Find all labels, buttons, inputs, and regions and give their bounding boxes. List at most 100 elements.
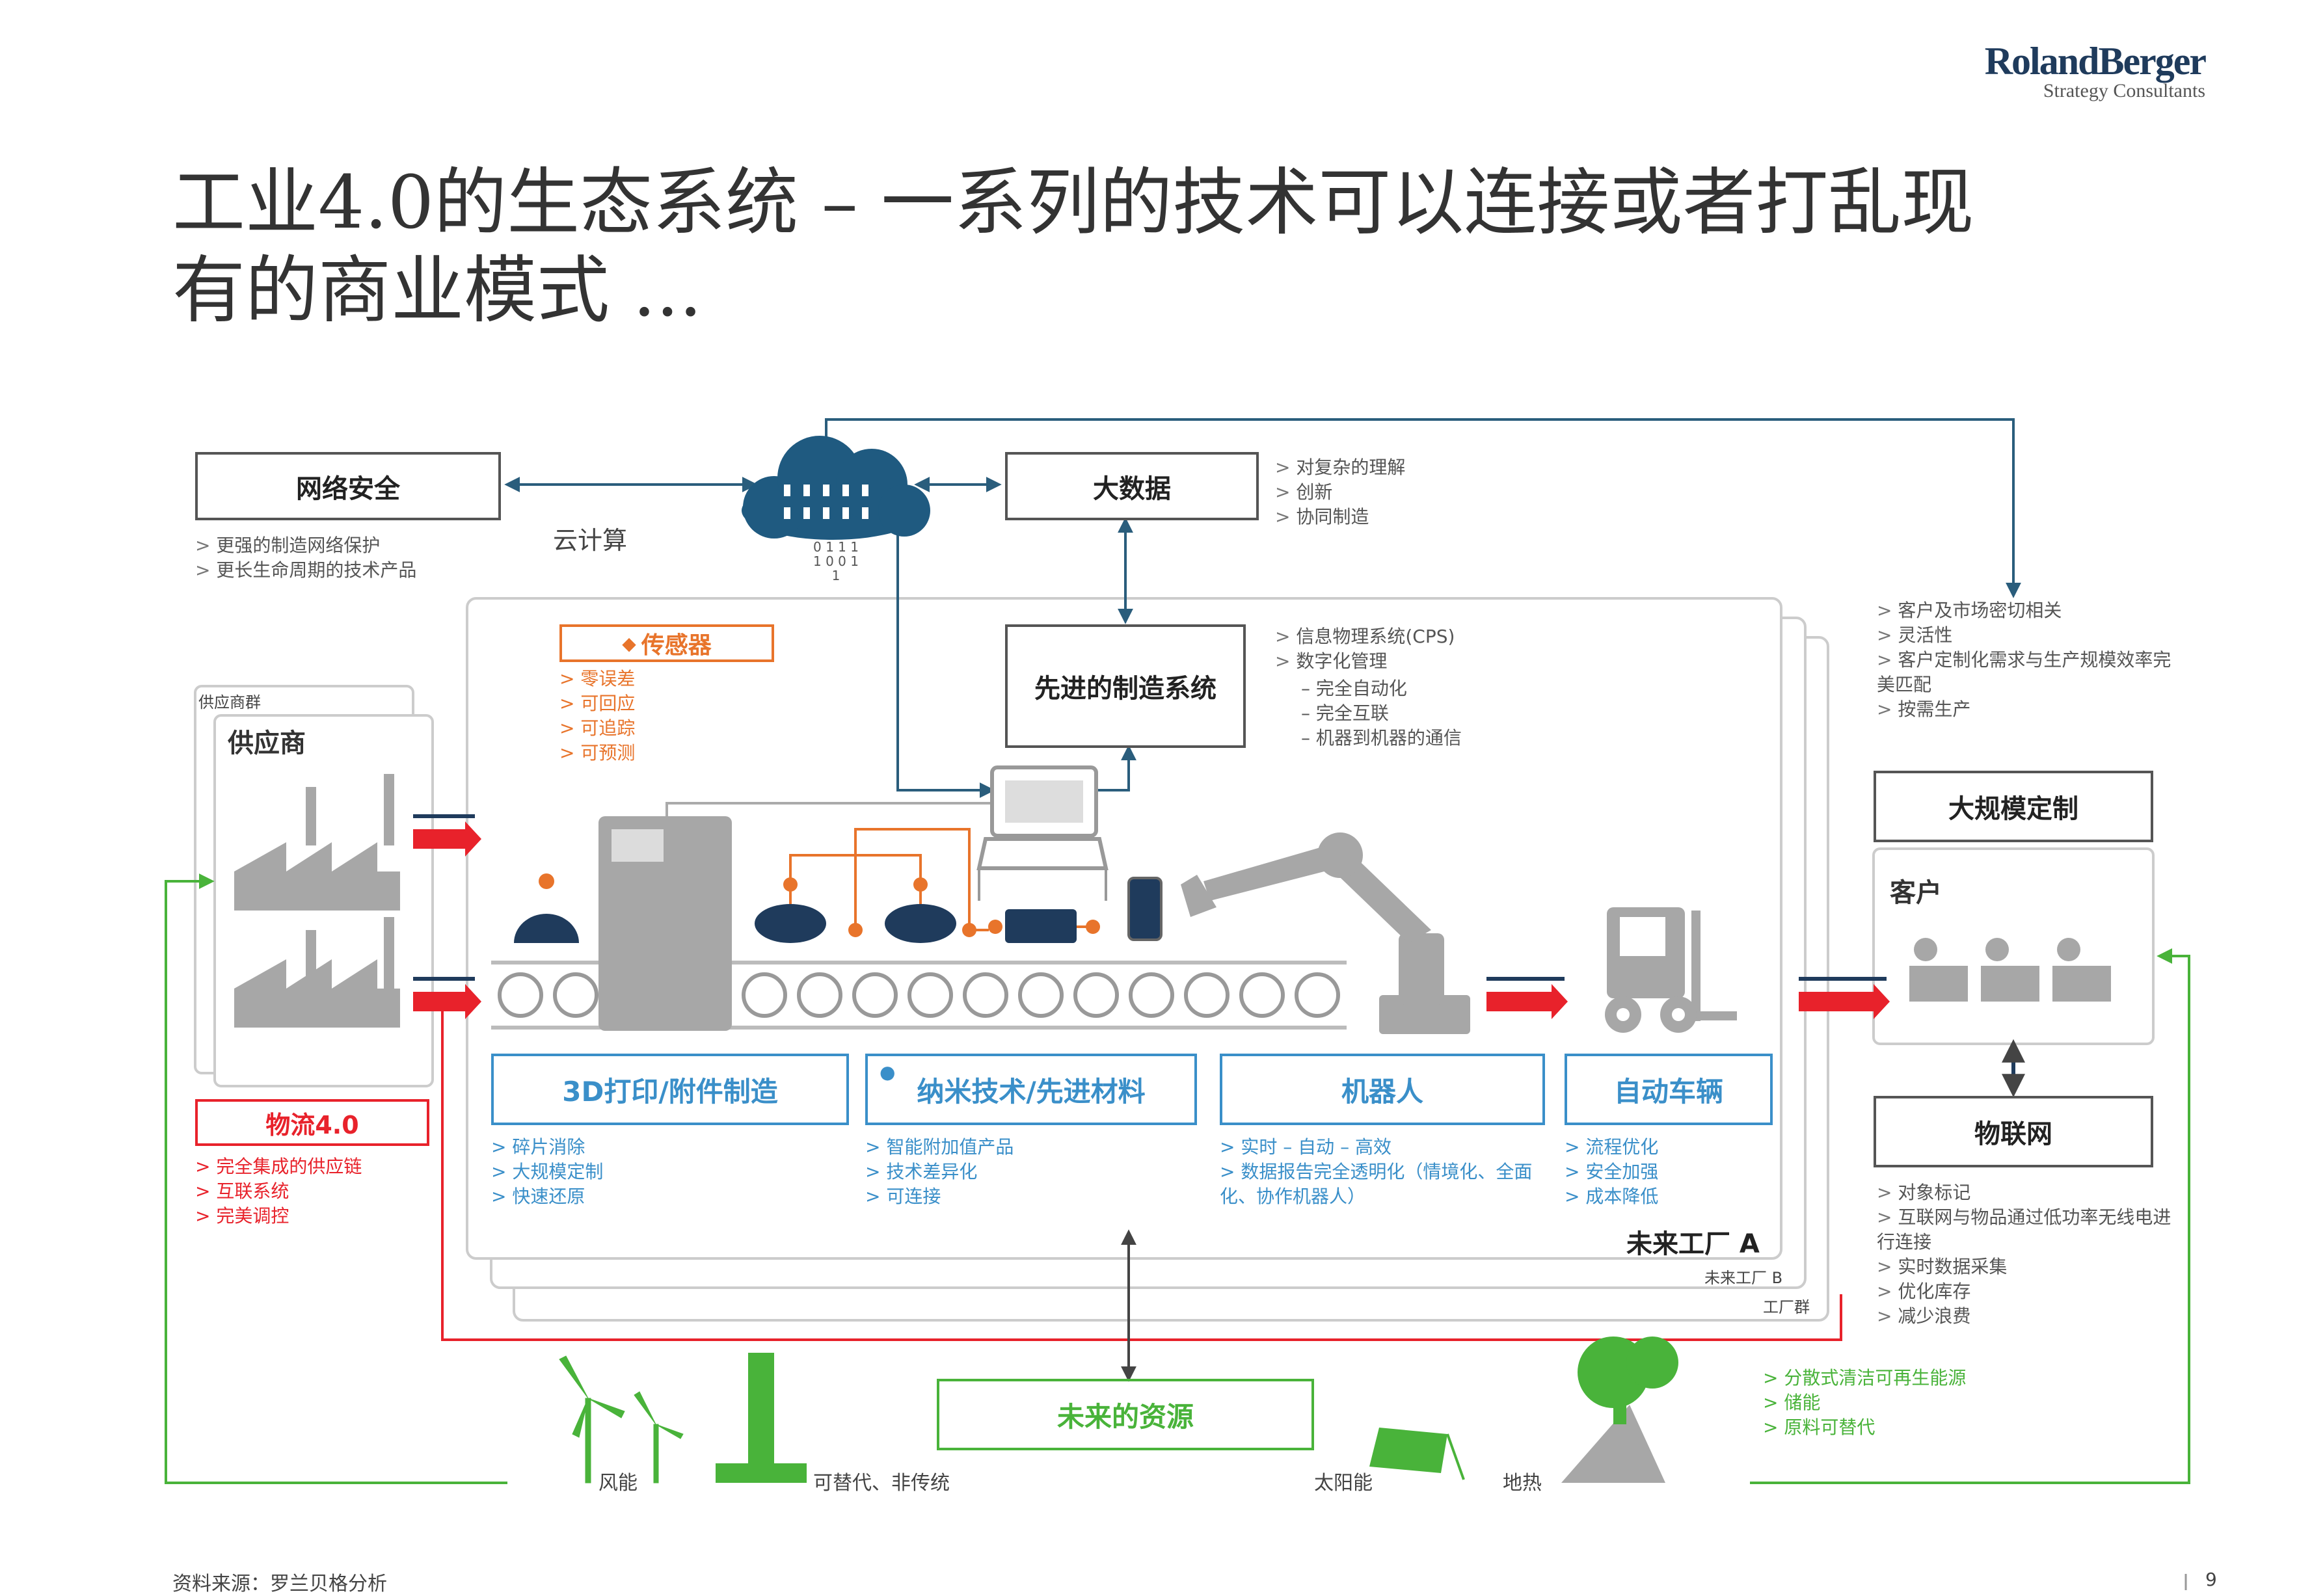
- customer-benefit: 灵活性: [1877, 623, 2176, 648]
- cloud-bits: 0 1 1 1 1 0 0 1 1: [803, 540, 868, 583]
- iot-bullet: 对象标记: [1877, 1180, 2176, 1205]
- energy-solar-label: 太阳能: [1314, 1472, 1373, 1495]
- flow-arrows-forklift: [1486, 977, 1568, 1019]
- sensors-bullet: 可回应: [559, 691, 635, 716]
- tech-bullet: 快速还原: [491, 1184, 603, 1209]
- conveyor-roller: [963, 972, 1008, 1018]
- sensors-bullets: 零误差 可回应 可追踪 可预测: [559, 667, 635, 765]
- resources-box: 未来的资源: [937, 1379, 1314, 1450]
- supplier-label: 供应商: [228, 728, 306, 758]
- wind-turbine-icon: [559, 1355, 684, 1483]
- tech-bullet: 技术差异化: [865, 1160, 1014, 1184]
- cloud-label: 云计算: [553, 526, 628, 555]
- iot-bullet: 优化库存: [1877, 1279, 2176, 1304]
- brand-logo: RolandBerger Strategy Consultants: [1958, 39, 2207, 102]
- advanced-mfg-bullets: 信息物理系统(CPS) 数字化管理: [1275, 624, 1455, 674]
- resources-bullet: 储能: [1763, 1390, 1966, 1415]
- advanced-mfg-subbullet: – 机器到机器的通信: [1301, 727, 1462, 749]
- box-product-icon: [1005, 909, 1077, 943]
- conveyor-roller: [1073, 972, 1119, 1018]
- tech-autonomous-bullets: 流程优化 安全加强 成本降低: [1565, 1135, 1658, 1209]
- tech-3d-printing: 3D打印/附件制造: [491, 1054, 849, 1125]
- dome-product-icon: [514, 914, 579, 943]
- logistics-box: 物流4.0: [195, 1099, 429, 1146]
- flow-arrows-supplier: [413, 814, 481, 1019]
- computer-mfg-arrow: [1096, 745, 1136, 791]
- top-loop-line: [818, 418, 2021, 598]
- iot-bullet: 实时数据采集: [1877, 1255, 2176, 1279]
- customer-label: 客户: [1890, 878, 1942, 908]
- iot-bullet: 互联网与物品通过低功率无线电进行连接: [1877, 1205, 2176, 1255]
- sensor-diamond-icon: ◆: [622, 632, 636, 654]
- tech-bullet: 实时 – 自动 – 高效: [1220, 1135, 1545, 1160]
- tech-bullet: 碎片消除: [491, 1135, 603, 1160]
- customer-benefits-bullets: 客户及市场密切相关 灵活性 客户定制化需求与生产规模效率完美匹配 按需生产: [1877, 598, 2176, 722]
- pill-product-icon-1: [755, 904, 826, 943]
- sensors-label: 传感器: [641, 632, 712, 659]
- logistics-loop-line: [441, 1002, 1842, 1341]
- energy-alt-label: 可替代、非传统: [813, 1472, 950, 1495]
- sensors-box: ◆ 传感器: [559, 624, 774, 662]
- page-title: 工业4.0的生态系统 – 一系列的技术可以连接或者打乱现 有的商业模式 ...: [172, 159, 2222, 335]
- conveyor-roller: [1295, 972, 1340, 1018]
- conveyor-roller: [1184, 972, 1230, 1018]
- brand-tagline: Strategy Consultants: [2043, 80, 2205, 101]
- resources-bullet: 分散式清洁可再生能源: [1763, 1366, 1966, 1390]
- subbullet-text: 完全互联: [1315, 702, 1389, 724]
- conveyor-roller: [797, 972, 842, 1018]
- customer-benefit: 客户及市场密切相关: [1877, 598, 2176, 623]
- iot-bullet: 减少浪费: [1877, 1304, 2176, 1329]
- advanced-mfg-subbullet: – 完全自动化: [1301, 678, 1407, 699]
- cyber-security-bullets: 更强的制造网络保护 更长生命周期的技术产品: [195, 533, 416, 583]
- factory-b-label: 未来工厂 B: [1704, 1269, 1783, 1287]
- cloud-bits-row: 1: [831, 568, 840, 583]
- cyber-bullet: 更强的制造网络保护: [195, 533, 416, 558]
- nanotech-dot-icon: ●: [880, 1061, 896, 1083]
- solar-panel-icon: [1369, 1428, 1465, 1480]
- factory-a-label: 未来工厂 A: [1626, 1229, 1760, 1259]
- tech-3d-printing-bullets: 碎片消除 大规模定制 快速还原: [491, 1135, 603, 1209]
- supplier-factory-icon-1: [234, 774, 400, 911]
- subbullet-text: 完全自动化: [1315, 678, 1407, 699]
- subbullet-text: 机器到机器的通信: [1315, 727, 1462, 749]
- tech-bullet: 安全加强: [1565, 1160, 1658, 1184]
- iot-box: 物联网: [1874, 1096, 2153, 1167]
- cloud-icon: [742, 436, 930, 540]
- tech-bullet: 大规模定制: [491, 1160, 603, 1184]
- dome-sensor-dot: [539, 873, 554, 889]
- supplier-factory-icon-2: [234, 917, 400, 1028]
- title-line-2: 有的商业模式 ...: [172, 248, 703, 333]
- supplier-network-label: 供应商群: [198, 693, 261, 712]
- page-number: 9: [2205, 1569, 2217, 1590]
- cloud-bits-row: 0 1 1 1: [813, 539, 859, 555]
- advanced-mfg-box: 先进的制造系统: [1005, 624, 1246, 748]
- tech-robots: 机器人: [1220, 1054, 1545, 1125]
- tech-nanotech: ● 纳米技术/先进材料: [865, 1054, 1197, 1125]
- geothermal-icon: [1561, 1337, 1678, 1483]
- conveyor-roller: [1018, 972, 1064, 1018]
- customer-people-icon: [1909, 938, 2111, 1002]
- customer-benefit: 按需生产: [1877, 697, 2176, 722]
- conveyor-roller: [742, 972, 787, 1018]
- logistics-bullet: 完美调控: [195, 1204, 362, 1229]
- title-line-1: 工业4.0的生态系统 – 一系列的技术可以连接或者打乱现: [172, 161, 1974, 245]
- tech-bullet: 成本降低: [1565, 1184, 1658, 1209]
- flow-arrows-customer: [1799, 977, 1890, 1019]
- sensor-dots: [783, 877, 1100, 937]
- conveyor-roller: [498, 972, 543, 1018]
- advanced-mfg-subbullets: – 完全自动化 – 完全互联 – 机器到机器的通信: [1301, 676, 1462, 751]
- cloud-bits-row: 1 0 0 1: [813, 553, 859, 569]
- iot-bullets: 对象标记 互联网与物品通过低功率无线电进行连接 实时数据采集 优化库存 减少浪费: [1877, 1180, 2176, 1329]
- cyber-security-box: 网络安全: [195, 452, 501, 520]
- logistics-bullet: 互联系统: [195, 1179, 362, 1204]
- drill-tower-icon: [716, 1353, 807, 1483]
- sensors-bullet: 零误差: [559, 667, 635, 691]
- computer-icon: [976, 765, 1109, 901]
- big-data-bullets: 对复杂的理解 创新 协同制造: [1275, 455, 1405, 529]
- factory-c-label: 工厂群: [1763, 1298, 1810, 1316]
- sensors-bullet: 可追踪: [559, 716, 635, 741]
- mass-customization-box: 大规模定制: [1874, 771, 2153, 842]
- resources-bullets: 分散式清洁可再生能源 储能 原料可替代: [1763, 1366, 1966, 1440]
- tech-nanotech-bullets: 智能附加值产品 技术差异化 可连接: [865, 1135, 1014, 1209]
- logistics-bullet: 完全集成的供应链: [195, 1154, 362, 1179]
